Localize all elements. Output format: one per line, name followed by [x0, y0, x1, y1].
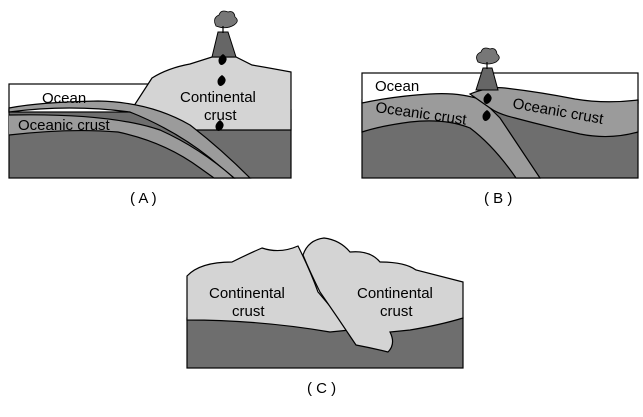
- panel-c-crust-right-label: crust: [380, 303, 413, 320]
- panel-b-caption: ( B ): [484, 190, 512, 207]
- panel-a-crust-label: crust: [204, 107, 237, 124]
- panel-a-oceanic-crust-label: Oceanic crust: [18, 117, 111, 134]
- panel-a-ocean-label: Ocean: [42, 90, 86, 107]
- panel-c-continental-left-label: Continental: [209, 285, 285, 302]
- panel-c-caption: ( C ): [307, 380, 336, 397]
- panel-b-oceanic-crust-left: [361, 93, 542, 179]
- panel-c-continental-right-label: Continental: [357, 285, 433, 302]
- panel-c-crust-left-label: crust: [232, 303, 265, 320]
- panel-b-oceanic-crust-right: [468, 87, 639, 138]
- panel-b-magma-2: [482, 110, 491, 121]
- panel-a-oceanic-crust: [8, 100, 252, 179]
- panel-c-continental-crust-left: [186, 245, 352, 333]
- panel-a-continental-label: Continental: [180, 89, 256, 106]
- panel-b-ocean-label: Ocean: [375, 78, 419, 95]
- panel-b-magma-1: [483, 93, 492, 104]
- panel-a-ash-cloud: [214, 10, 238, 29]
- panel-c-continental-crust-right: [302, 237, 464, 353]
- panel-b-ash-cloud: [476, 47, 500, 65]
- panel-a-convergent-ocean-continent: Ocean Oceanic crust Continental crust ( …: [8, 10, 292, 207]
- panel-a-caption: ( A ): [130, 190, 157, 207]
- panel-a-magma-3: [215, 120, 224, 131]
- panel-b-convergent-ocean-ocean: Ocean Oceanic crust Oceanic crust ( B ): [361, 47, 639, 207]
- panel-b-volcano: [475, 67, 499, 91]
- panel-a-continental-crust: [129, 56, 292, 131]
- panel-a-magma-1: [218, 54, 227, 65]
- panel-a-volcano: [211, 31, 237, 58]
- panel-a-magma-2: [217, 75, 226, 86]
- panel-c-continental-collision: Continental crust Continental crust ( C …: [186, 237, 464, 397]
- panel-a-oceanic-crust-base: [8, 114, 236, 179]
